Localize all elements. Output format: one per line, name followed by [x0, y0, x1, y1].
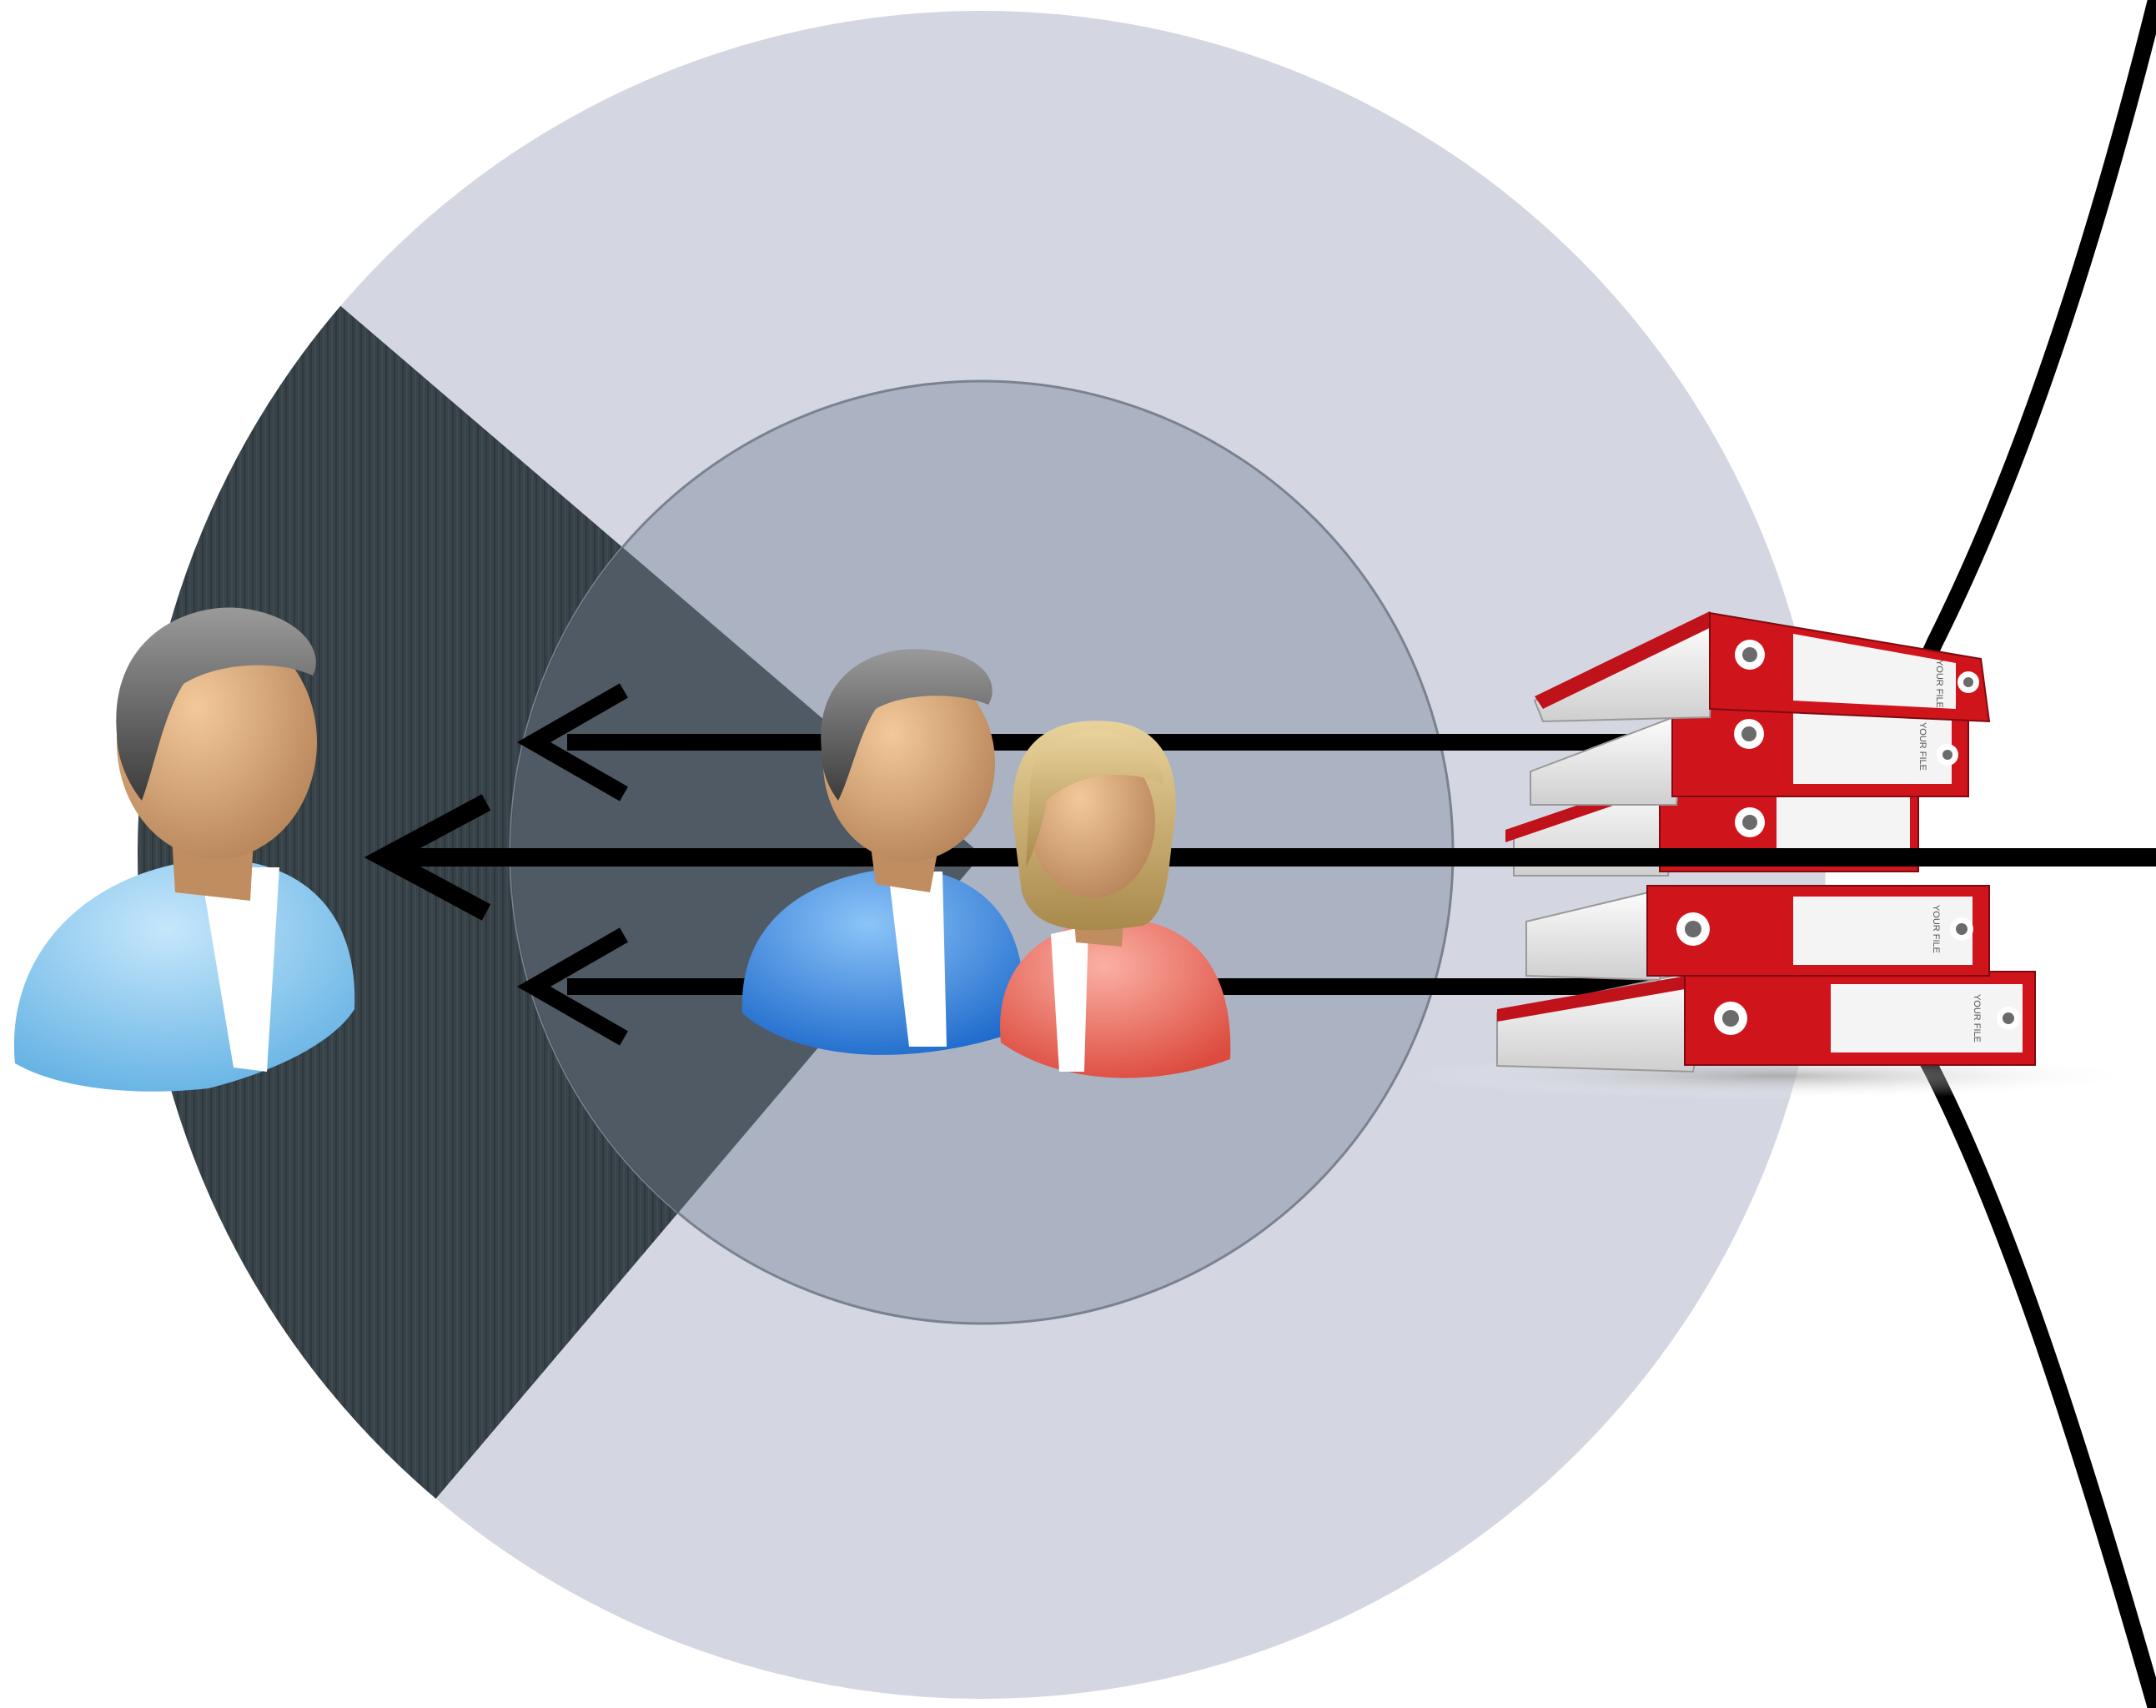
binder-4: YOUR FILE [1525, 884, 1990, 982]
middle-arrowhead [364, 794, 491, 921]
binder-1-label: YOUR FILE [1934, 660, 1944, 708]
binder-2-label: YOUR FILE [1917, 722, 1927, 771]
user-icon [13, 607, 355, 1092]
lower-arrowhead [516, 927, 628, 1046]
binder-4-label: YOUR FILE [1931, 905, 1941, 953]
female-user-icon [1000, 721, 1231, 1078]
binder-5-label: YOUR FILE [1972, 994, 1982, 1042]
binder-5: YOUR FILE [1496, 966, 2036, 1073]
binder-1: YOUR FILE [1533, 611, 1991, 723]
upper-arrowhead [516, 683, 628, 801]
male-user-icon [741, 649, 1024, 1055]
user-group-icon [741, 649, 1231, 1078]
